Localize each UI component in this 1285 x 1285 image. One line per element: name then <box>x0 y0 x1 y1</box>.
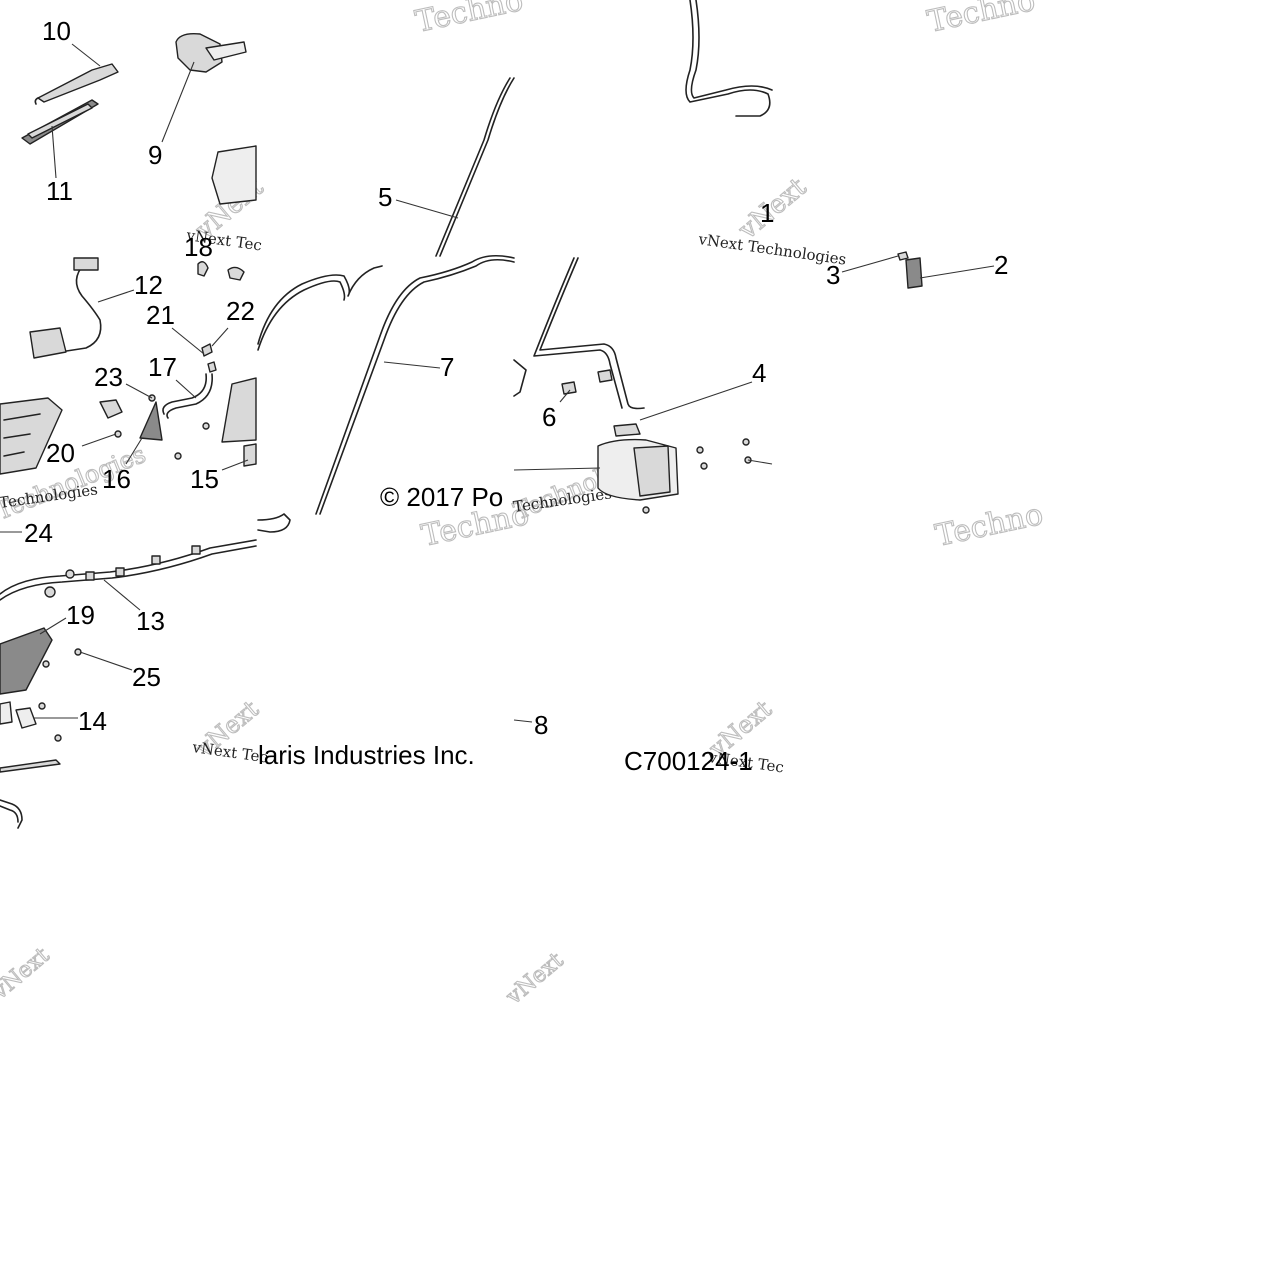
leader-17 <box>175 379 197 399</box>
part-trim-panel-16 <box>139 401 163 441</box>
callout-20: 20 <box>46 438 75 468</box>
callout-15: 15 <box>190 464 219 494</box>
part-tube-1 <box>685 0 773 117</box>
callout-24: 24 <box>24 518 53 548</box>
callout-labels: 10 9 11 18 5 1 3 2 12 21 22 17 23 7 4 6 … <box>24 16 1008 740</box>
copyright-text-left: © 2017 Po <box>380 482 503 512</box>
callout-16: 16 <box>102 464 131 494</box>
part-switch-23 <box>99 399 123 419</box>
leader-2 <box>919 265 995 279</box>
callout-1: 1 <box>760 198 774 228</box>
leader-fastener-right <box>747 459 773 465</box>
watermark-vnext-technologies-right: vNext Technologies <box>696 230 847 269</box>
part-code: C700124-1 <box>624 746 753 776</box>
part-grille-left <box>0 397 63 475</box>
leader-12 <box>97 289 135 303</box>
leader-13 <box>103 579 141 611</box>
part-bracket-2 <box>905 257 923 289</box>
leader-3 <box>841 255 899 273</box>
leader-25 <box>79 651 133 671</box>
part-washer-hose-7 <box>315 254 515 515</box>
part-clip-3 <box>897 251 909 261</box>
watermark-techno-top-left: Techno <box>412 0 526 40</box>
callout-17: 17 <box>148 352 177 382</box>
copyright-text-right: laris Industries Inc. <box>258 740 475 770</box>
callout-11: 11 <box>46 176 73 206</box>
leader-lines <box>0 43 995 723</box>
callout-23: 23 <box>94 362 123 392</box>
leader-22 <box>211 327 229 347</box>
leader-20 <box>81 433 117 447</box>
part-clip-6 <box>561 369 613 395</box>
leader-4 <box>639 381 753 421</box>
leader-11 <box>51 125 57 179</box>
part-harness-13 <box>0 539 257 601</box>
part-hose-end <box>0 799 23 829</box>
callout-6: 6 <box>542 402 556 432</box>
part-mirror-housing <box>211 145 257 205</box>
leader-6 <box>559 389 571 403</box>
leader-15 <box>221 459 249 471</box>
part-fitting-21-22 <box>197 261 245 373</box>
leader-9 <box>161 61 195 143</box>
callout-21: 21 <box>146 300 175 330</box>
part-washer-hose-7b <box>257 265 383 351</box>
part-trim-strip <box>0 759 61 773</box>
callout-4: 4 <box>752 358 766 388</box>
leader-23 <box>125 383 153 399</box>
part-harness-12 <box>29 257 102 359</box>
watermark-techno-right-low: Techno <box>932 497 1046 554</box>
part-reservoir-tube <box>533 257 645 410</box>
part-housing-14 <box>0 701 37 729</box>
leader-19 <box>39 617 67 635</box>
callout-25: 25 <box>132 662 161 692</box>
caption-block: © 2017 Po laris Industries Inc. C700124-… <box>258 482 753 776</box>
leader-8 <box>513 719 533 723</box>
callout-2: 2 <box>994 250 1008 280</box>
part-lamp-right-tile <box>221 377 257 467</box>
leader-10 <box>71 43 101 67</box>
leader-16 <box>125 437 143 465</box>
callout-13: 13 <box>136 606 165 636</box>
callout-8: 8 <box>534 710 548 740</box>
callout-10: 10 <box>42 16 71 46</box>
leader-reservoir <box>513 467 601 471</box>
part-cover-19 <box>0 627 53 695</box>
callout-7: 7 <box>440 352 454 382</box>
part-bracket-top-bottom-tile <box>257 513 291 533</box>
callout-14: 14 <box>78 706 107 736</box>
watermark-vnext-very-bottom-mid: vNext <box>501 948 568 1010</box>
part-reservoir-4 <box>597 423 679 501</box>
watermark-vnext-very-bottom-left: vNext <box>0 943 54 1005</box>
callout-22: 22 <box>226 296 255 326</box>
leader-7 <box>383 361 441 369</box>
watermark-techno-top-right: Techno <box>924 0 1038 40</box>
leader-5 <box>395 199 459 219</box>
part-fasteners-bottom-left <box>38 648 82 742</box>
callout-5: 5 <box>378 182 392 212</box>
part-fasteners-left <box>114 394 210 460</box>
callout-9: 9 <box>148 140 162 170</box>
callout-3: 3 <box>826 260 840 290</box>
part-hose-17 <box>162 373 213 419</box>
leader-21 <box>171 327 205 355</box>
callout-18: 18 <box>184 232 213 262</box>
part-wiper-blade <box>21 99 99 145</box>
callout-19: 19 <box>66 600 95 630</box>
part-washer-hose-5 <box>435 77 515 257</box>
callout-12: 12 <box>134 270 163 300</box>
part-wiper-arm <box>34 63 119 105</box>
part-bracket-left-mid <box>513 359 527 397</box>
part-wiper-motor <box>175 32 247 73</box>
